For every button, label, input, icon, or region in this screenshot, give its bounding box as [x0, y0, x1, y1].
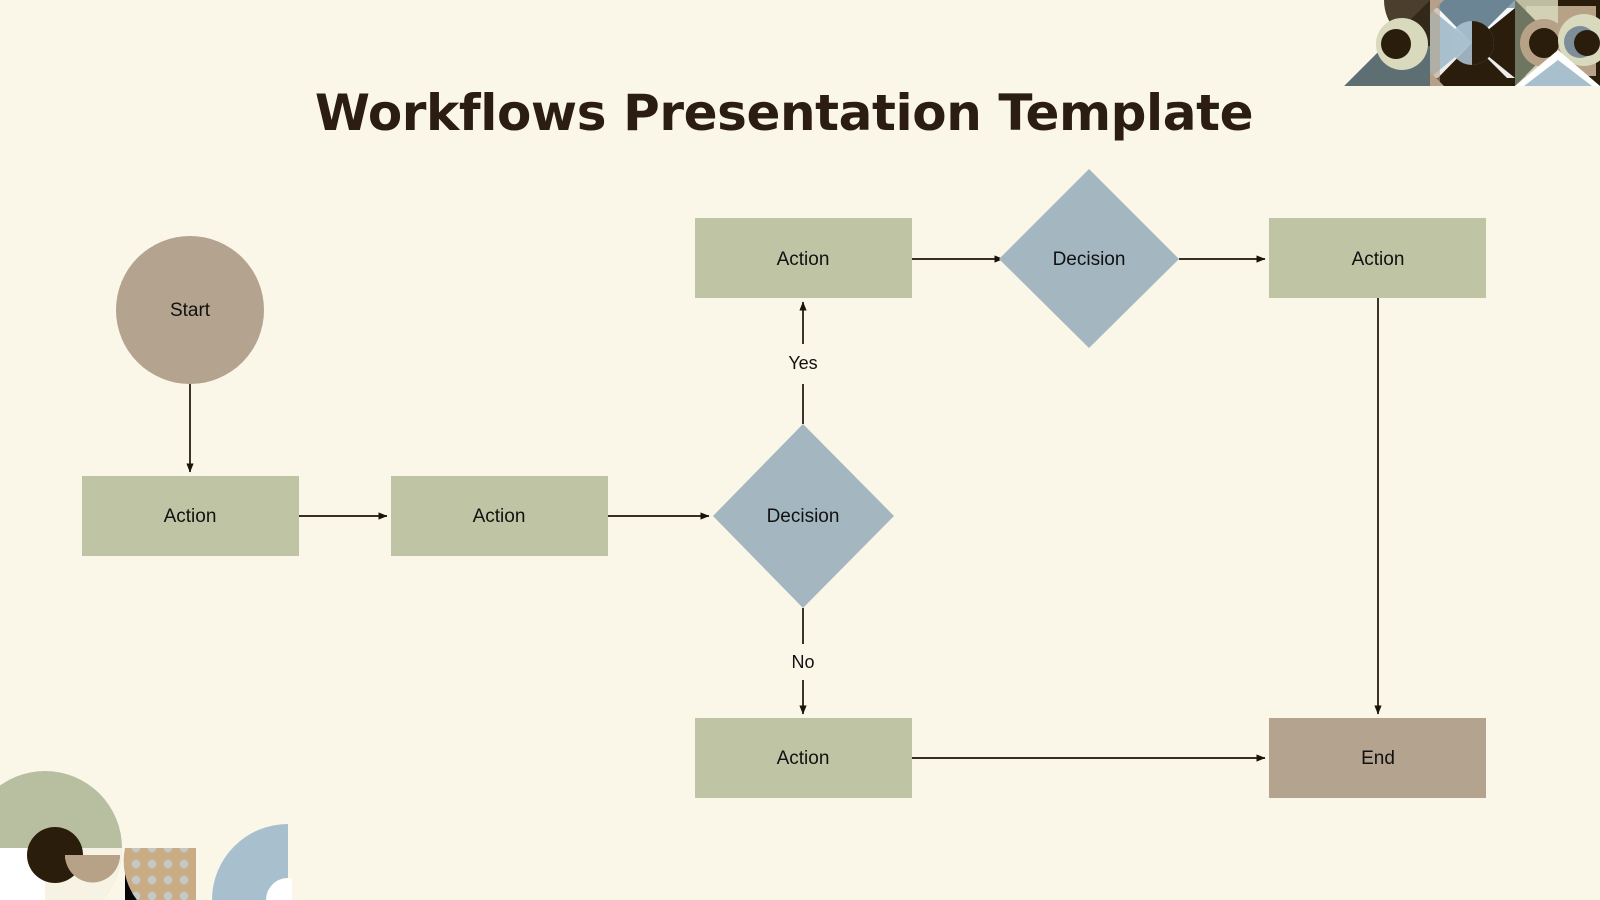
node-end[interactable]: End	[1269, 718, 1486, 798]
node-action-2-label: Action	[473, 506, 526, 527]
decoration-top-right-graphic	[1344, 0, 1600, 86]
node-end-label: End	[1361, 748, 1395, 769]
node-action-1[interactable]: Action	[82, 476, 299, 556]
node-start[interactable]: Start	[116, 236, 264, 384]
node-action-2-shape	[391, 476, 608, 556]
decoration-bottom-left-graphic	[0, 760, 292, 900]
node-decision-2[interactable]: Decision	[999, 169, 1179, 348]
node-action-1-label: Action	[164, 506, 217, 527]
node-action-3-label: Action	[777, 249, 830, 270]
node-action-5[interactable]: Action	[695, 718, 912, 798]
node-decision-2-shape	[999, 169, 1179, 348]
node-action-1-shape	[82, 476, 299, 556]
node-decision-1-label: Decision	[767, 506, 840, 527]
node-decision-1[interactable]: Decision	[713, 424, 894, 608]
node-decision-2-label: Decision	[1053, 249, 1126, 270]
node-end-shape	[1269, 718, 1486, 798]
node-action-5-label: Action	[777, 748, 830, 769]
node-start-label: Start	[170, 300, 211, 321]
edge-label-no: No	[791, 652, 814, 672]
page-title: Workflows Presentation Template	[314, 84, 1254, 142]
node-action-3-shape	[695, 218, 912, 298]
node-action-5-shape	[695, 718, 912, 798]
edge-label-yes: Yes	[788, 353, 817, 373]
decoration-top-right	[1344, 0, 1600, 86]
node-decision-1-shape	[713, 424, 894, 608]
decoration-bottom-left	[0, 760, 292, 900]
node-action-3[interactable]: Action	[695, 218, 912, 298]
node-action-4-shape	[1269, 218, 1486, 298]
node-action-4[interactable]: Action	[1269, 218, 1486, 298]
node-start-shape	[116, 236, 264, 384]
node-action-4-label: Action	[1352, 249, 1405, 270]
node-action-2[interactable]: Action	[391, 476, 608, 556]
